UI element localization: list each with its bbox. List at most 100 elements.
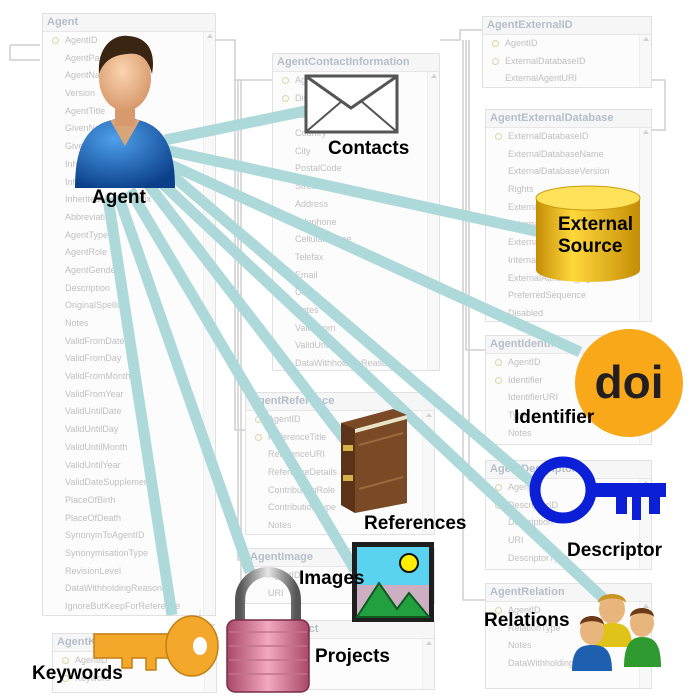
key-icon — [93, 615, 219, 677]
table-row: IgnoreButKeepForReference — [65, 601, 181, 611]
keywords-label: Keywords — [32, 663, 123, 684]
table-row: AgentRole — [65, 247, 108, 258]
table-row: Type — [508, 410, 528, 421]
padlock-icon — [226, 567, 310, 693]
key-icon — [529, 456, 666, 524]
table-row: Keyword — [53, 670, 204, 688]
scrollbar — [422, 639, 434, 689]
table-row: ReferenceURI — [268, 449, 326, 460]
table-row: SynonymToAgentID — [65, 530, 145, 541]
table-row: ExternalDatabaseID — [486, 128, 639, 146]
connector-images — [125, 187, 360, 573]
connector-descriptor — [156, 160, 539, 490]
table-row: Description — [508, 517, 554, 528]
doi-icon: doi — [575, 329, 683, 437]
table-row: DataWithholdingReason — [295, 358, 393, 368]
scrollbar — [427, 72, 439, 370]
table-row: ValidUntilDay — [65, 424, 119, 435]
table-row: Telephone — [295, 216, 337, 227]
table-title: AgentContactInformation — [273, 54, 439, 72]
images-label: Images — [299, 568, 365, 589]
table-row: Notes — [65, 318, 89, 328]
connector-projects — [112, 193, 256, 574]
table-row: ValidFromMonth — [65, 371, 131, 382]
external-source-label: External Source — [558, 214, 633, 258]
people-icon — [572, 594, 661, 671]
agent-label: Agent — [92, 187, 146, 208]
book-icon — [341, 409, 407, 513]
table-row: ExternalDatabaseName — [508, 148, 604, 159]
table-row: Notes — [268, 520, 292, 531]
table-row: ExternalDatabaseVersion — [508, 166, 610, 177]
table-row: AgentID — [43, 32, 203, 50]
scrollbar — [639, 35, 651, 87]
table-row: Notes — [508, 427, 532, 438]
table-row: AgentGender — [65, 264, 119, 275]
table-row: ReferenceTitle — [246, 429, 422, 447]
table-row: IdentifierURI — [508, 392, 559, 403]
table-row: AgentID — [486, 354, 639, 372]
envelope-icon — [304, 74, 399, 134]
table-row: AgentID — [483, 35, 639, 53]
table-row: PlaceOfDeath — [65, 512, 122, 523]
table-row: ValidFromDate — [65, 335, 125, 346]
table-row: Email — [295, 269, 318, 280]
svg-text:doi: doi — [595, 356, 664, 408]
table-row: AgentID — [486, 602, 639, 620]
table-row: AgentTitle — [65, 105, 106, 116]
connector-relations — [146, 167, 609, 605]
table-row: SynonymisationType — [65, 547, 149, 558]
external-source-label-line2: Source — [558, 235, 623, 257]
connector-identifier — [157, 154, 583, 358]
table-row: ValidUntilDate — [65, 406, 122, 417]
table-row: ValidDateSupplement — [65, 477, 152, 488]
table-row: Version — [65, 88, 96, 99]
external-source-label-line1: External — [558, 214, 633, 235]
contacts-label: Contacts — [328, 138, 410, 159]
table-row: Rights — [508, 184, 534, 195]
table-row: ValidFromYear — [65, 388, 124, 399]
table-row: ExternalDatabaseID — [483, 53, 639, 71]
table-row: AgentName — [65, 70, 113, 81]
table-row: Abbreviation — [65, 211, 116, 222]
connector-external-source — [163, 144, 542, 238]
table-row: Notes — [295, 304, 319, 315]
table-title: Agent — [43, 14, 215, 32]
database-cylinder-icon — [535, 185, 641, 282]
table-row: City — [295, 145, 311, 156]
table-row: AgentID — [53, 652, 204, 670]
table-title: AgentExternalDatabase — [486, 110, 651, 128]
table-row: ValidUntil — [295, 340, 333, 351]
table-row: ValidUntilMonth — [65, 441, 128, 452]
table-row: RevisionLevel — [65, 565, 122, 576]
table-row: ValidFromDay — [65, 353, 122, 364]
projects-label: Projects — [315, 646, 390, 667]
table-row: DataWithholdingReason — [65, 583, 163, 594]
table-row: InternalNotes — [508, 254, 562, 265]
table-row: RelationType — [508, 622, 561, 633]
table-row: Identifier — [486, 372, 639, 390]
picture-icon — [352, 542, 434, 622]
table-row: DataWithholdingReason — [508, 658, 606, 669]
relations-label: Relations — [484, 610, 570, 631]
table-row: Address — [295, 198, 329, 209]
table-row: DescriptorType — [508, 552, 569, 563]
table-row: PreferredSequence — [508, 290, 587, 301]
table-row: Description — [65, 282, 111, 293]
table-row: URI — [508, 535, 524, 546]
table-row: ValidUntilYear — [65, 459, 121, 470]
descriptor-label: Descriptor — [567, 540, 663, 561]
table-row: AgentParentID — [65, 52, 125, 63]
identifier-label: Identifier — [514, 407, 595, 428]
connector-references — [140, 176, 350, 444]
table-row: Telefax — [295, 251, 324, 262]
table-row: ExternalAgentURI — [505, 73, 578, 84]
table-row: AgentType — [65, 229, 109, 240]
